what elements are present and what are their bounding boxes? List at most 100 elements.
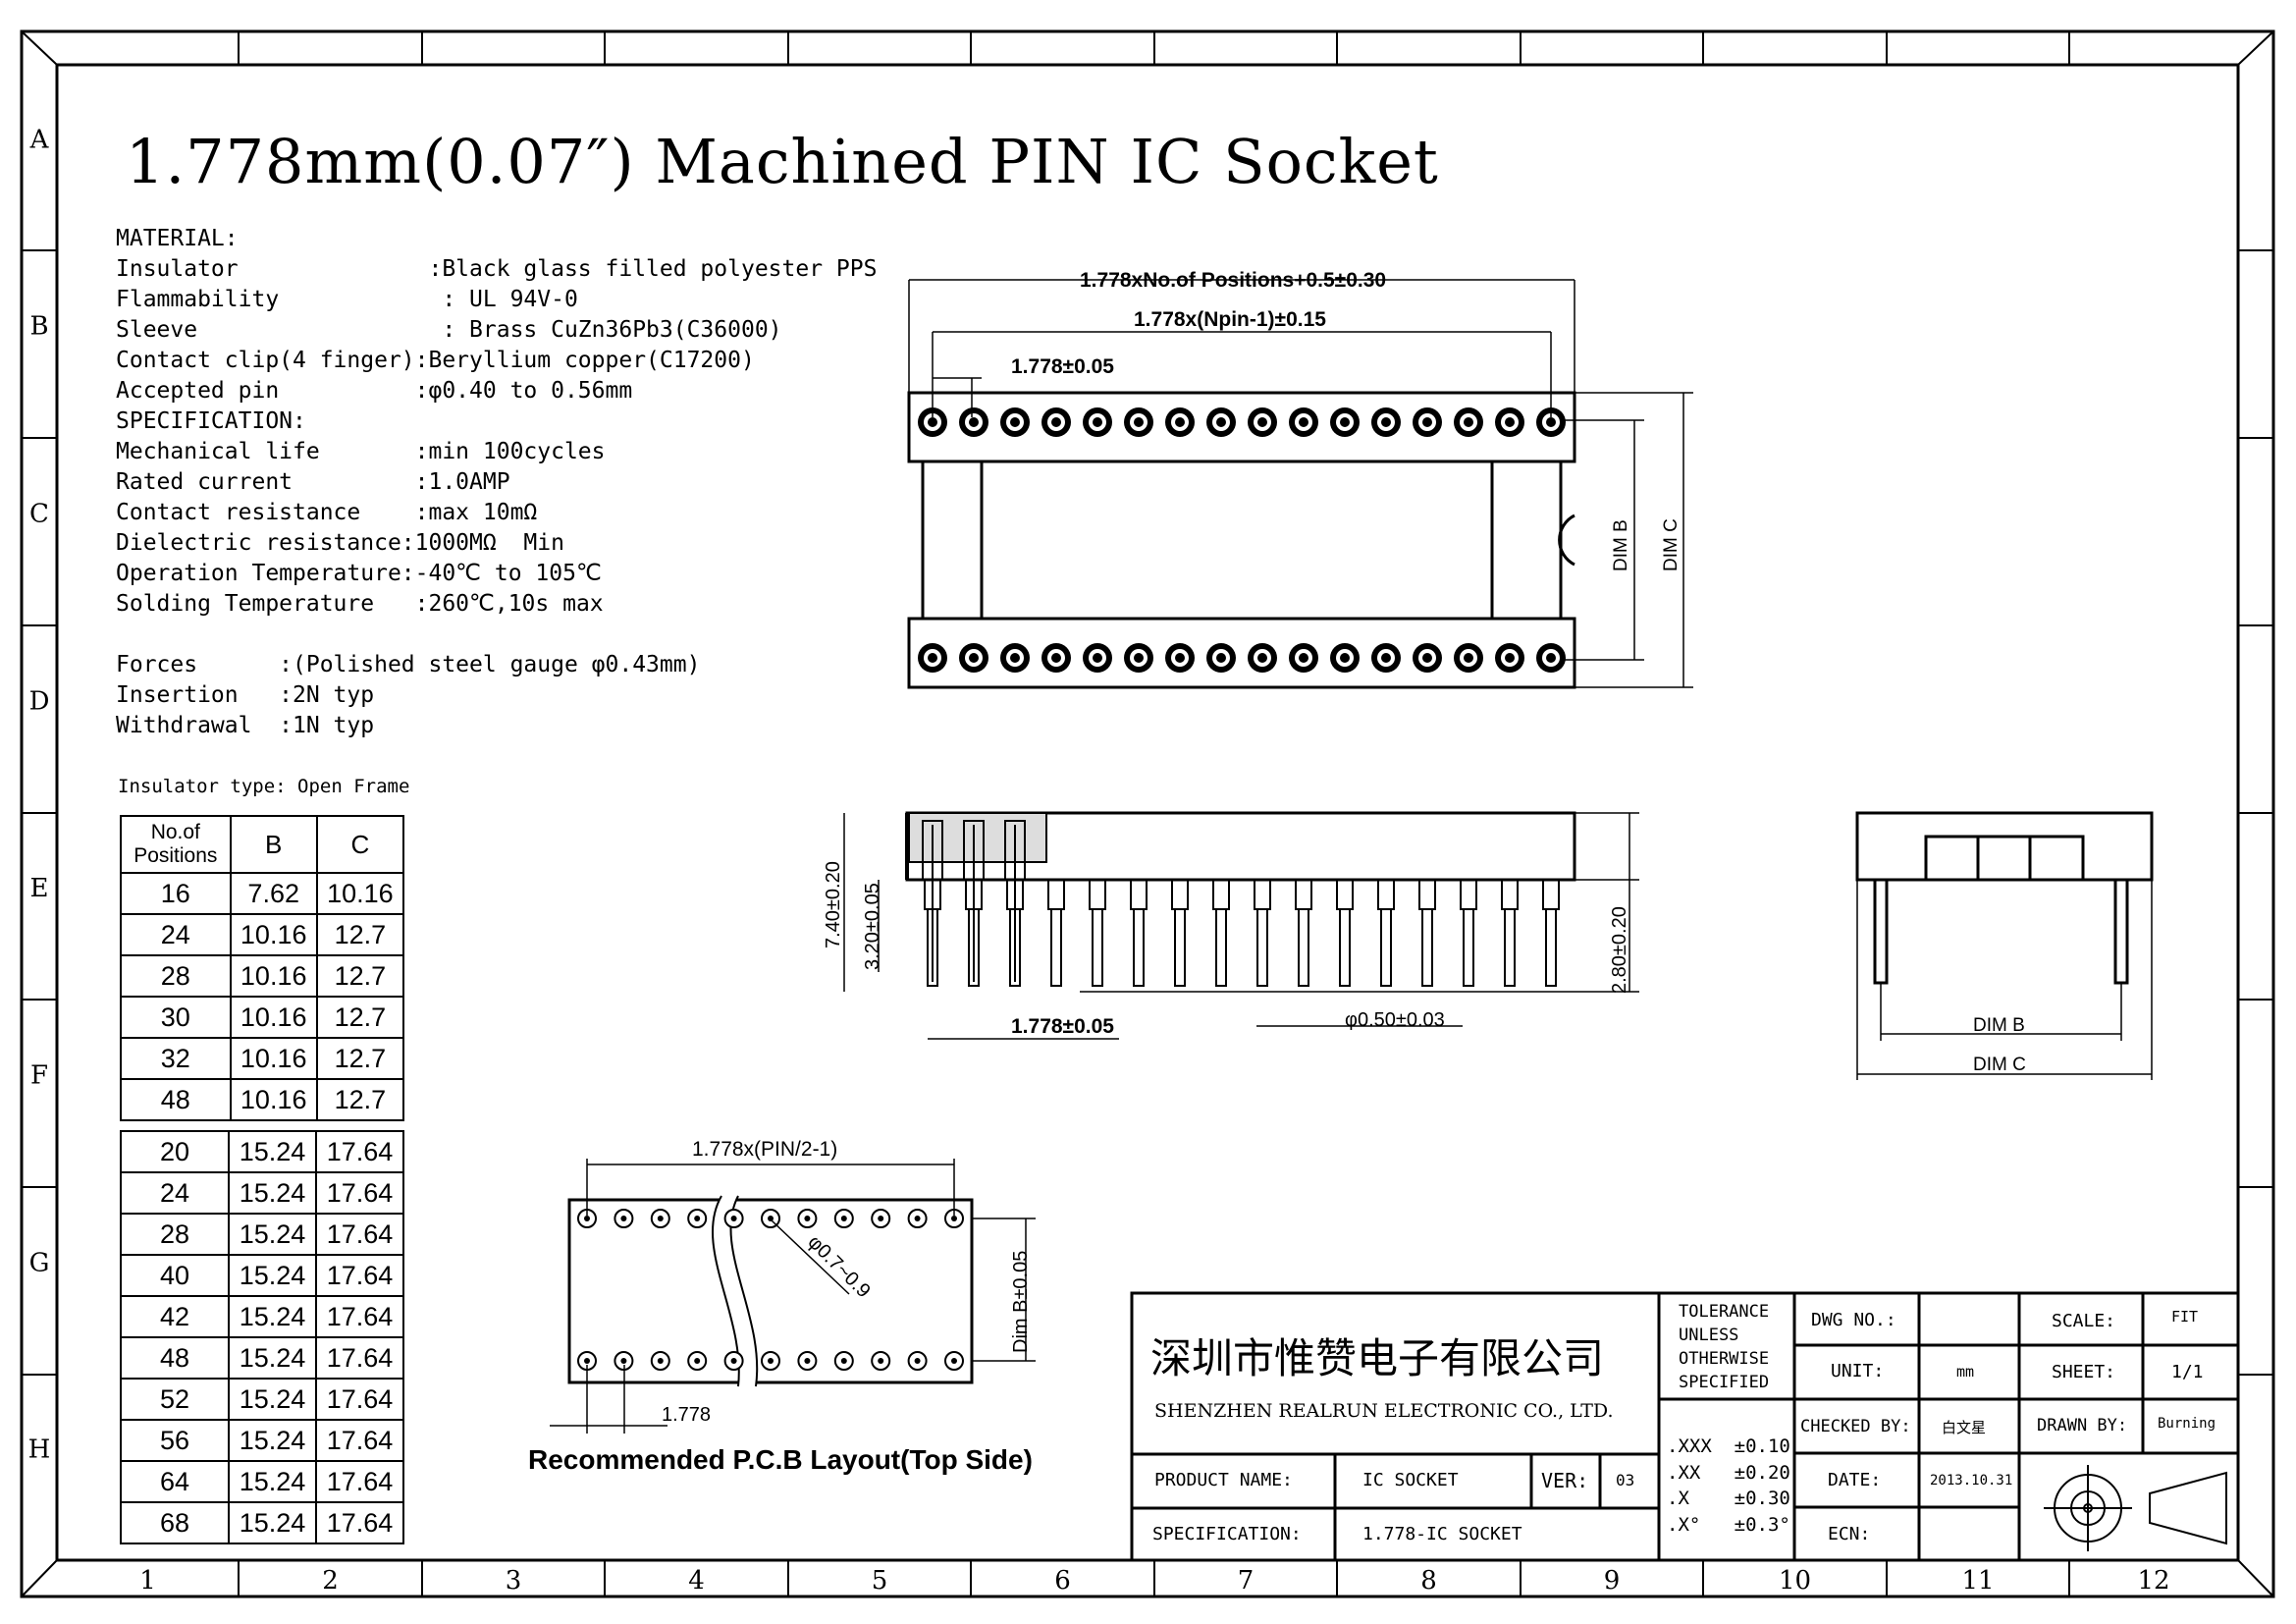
side-view-pins <box>922 820 1560 987</box>
table-cell: 15.24 <box>227 1419 317 1462</box>
tol-xxx: .XXX ±0.10 <box>1667 1435 1790 1457</box>
pin-tail <box>1545 908 1557 987</box>
pcb-hole-center <box>694 1216 701 1221</box>
drawn-value: Burning <box>2158 1416 2216 1432</box>
zone-column-dividers <box>238 31 2070 1597</box>
pcb-hole-center <box>620 1358 627 1364</box>
zone-col-label: 5 <box>872 1566 888 1596</box>
table-cell: 10.16 <box>229 1037 318 1080</box>
pin-tail <box>1133 908 1145 987</box>
pcb-hole-center <box>694 1358 701 1364</box>
end-dim-b: DIM B <box>1973 1015 2025 1036</box>
table-cell: 20 <box>120 1130 230 1173</box>
top-dim-pitch: 1.778±0.05 <box>1011 355 1114 378</box>
pcb-dims <box>550 1159 1036 1434</box>
table-cell: 28 <box>120 1213 230 1256</box>
zone-col-label: 2 <box>322 1566 339 1596</box>
table-cell: 68 <box>120 1501 230 1544</box>
socket-contact-core <box>1381 417 1391 427</box>
socket-contact-core <box>1505 417 1515 427</box>
socket-contact-core <box>1093 653 1102 663</box>
company-cn: 深圳市惟赞电子有限公司 <box>1150 1334 1605 1382</box>
top-dim-b: DIM B <box>1611 519 1631 571</box>
pcb-dim-span: 1.778x(PIN/2-1) <box>692 1138 837 1161</box>
side-h-total: 7.40±0.20 <box>823 861 844 948</box>
socket-contact-core <box>1175 653 1185 663</box>
table-cell: 17.64 <box>314 1501 405 1544</box>
table-cell: 17.64 <box>314 1336 405 1380</box>
side-view-dims <box>843 812 1639 1040</box>
table-cell: 16 <box>120 872 232 915</box>
table-cell: 24 <box>120 1171 230 1215</box>
zone-col-label: 11 <box>1961 1566 1994 1596</box>
socket-contact-core <box>1134 653 1144 663</box>
title-block-grid <box>1130 1291 2240 1562</box>
solding-temp-line: Solding Temperature :260℃,10s max <box>116 591 604 617</box>
zone-col-label: 12 <box>2137 1566 2169 1596</box>
zone-row-label: F <box>30 1061 48 1091</box>
pin-shoulder <box>1047 879 1065 910</box>
zone-row-label: H <box>28 1435 51 1465</box>
table-cell: 10.16 <box>229 1078 318 1121</box>
socket-contact-core <box>1175 417 1185 427</box>
top-view-pins <box>918 407 1566 673</box>
withdrawal-line: Withdrawal :1N typ <box>116 713 375 738</box>
table-cell: 7.62 <box>229 872 318 915</box>
contact-resistance-line: Contact resistance :max 10mΩ <box>116 500 538 525</box>
pcb-hole-center <box>768 1358 774 1364</box>
zone-row-label: A <box>29 126 50 155</box>
top-dim-span: 1.778x(Npin-1)±0.15 <box>1134 308 1326 331</box>
sheet-value: 1/1 <box>2171 1362 2204 1382</box>
end-dim-c: DIM C <box>1973 1055 2026 1075</box>
table-cell: 12.7 <box>315 913 405 956</box>
company-en: SHENZHEN REALRUN ELECTRONIC CO., LTD. <box>1154 1400 1614 1422</box>
socket-contact-core <box>1051 653 1061 663</box>
pin-shoulder <box>1295 879 1312 910</box>
zone-row-label: E <box>30 874 49 903</box>
zone-row-label: C <box>29 500 49 529</box>
pcb-hole-center <box>584 1358 590 1364</box>
top-view <box>907 391 1576 689</box>
socket-contact-core <box>1216 417 1226 427</box>
sleeve-line: Sleeve : Brass CuZn36Pb3(C36000) <box>116 317 782 343</box>
pcb-dim-b: Dim B±0.05 <box>1010 1251 1032 1353</box>
socket-contact-core <box>1546 653 1556 663</box>
pcb-layout <box>567 1198 974 1384</box>
pcb-hole-center <box>584 1216 590 1221</box>
zone-row-dividers <box>22 249 2273 1376</box>
table-cell: 56 <box>120 1419 230 1462</box>
zone-col-label: 7 <box>1238 1566 1255 1596</box>
spec-value: 1.778-IC SOCKET <box>1362 1524 1522 1544</box>
accepted-pin-line: Accepted pin :φ0.40 to 0.56mm <box>116 378 633 404</box>
ecn-label: ECN: <box>1828 1524 1871 1544</box>
pcb-hole-center <box>620 1216 627 1221</box>
table-cell: 10.16 <box>229 913 318 956</box>
socket-contact-core <box>1464 417 1473 427</box>
projection-symbol-icon <box>2044 1465 2227 1551</box>
pin-shoulder <box>1501 879 1519 910</box>
dielectric-line: Dielectric resistance:1000MΩ Min <box>116 530 564 556</box>
pin-tail <box>1463 908 1474 987</box>
zone-col-label: 3 <box>506 1566 522 1596</box>
pin-tail <box>1050 908 1062 987</box>
table-cell: 48 <box>120 1336 230 1380</box>
table-cell: 15.24 <box>227 1501 317 1544</box>
side-view <box>905 811 1576 882</box>
sheet-label: SHEET: <box>2052 1362 2116 1382</box>
drawn-label: DRAWN BY: <box>2037 1416 2128 1435</box>
table-cell: 15.24 <box>227 1213 317 1256</box>
socket-contact-core <box>1257 653 1267 663</box>
top-dim-c: DIM C <box>1661 518 1682 571</box>
